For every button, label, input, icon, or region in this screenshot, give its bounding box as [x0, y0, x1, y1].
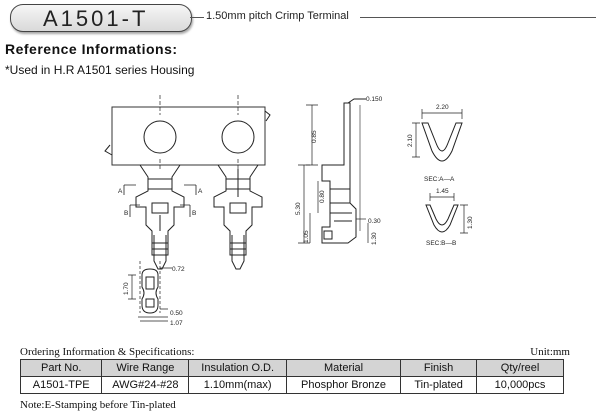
- section-b-b: [425, 193, 468, 234]
- col-qty: Qty/reel: [476, 359, 564, 377]
- header-subtitle: 1.50mm pitch Crimp Terminal: [206, 10, 349, 22]
- terminal-front-view: [139, 261, 161, 314]
- header: A1501-T 1.50mm pitch Crimp Terminal: [0, 4, 600, 32]
- dim-220: 2.20: [436, 104, 449, 111]
- dim-0150: 0.150: [366, 96, 383, 103]
- reference-heading: Reference Informations:: [5, 41, 178, 57]
- dim-105: 1.05: [303, 230, 310, 243]
- cell-finish: Tin-plated: [400, 376, 478, 394]
- dim-130-side: 1.30: [371, 232, 378, 245]
- cell-wire-range: AWG#24-#28: [101, 376, 190, 394]
- spec-header-row: Part No. Wire Range Insulation O.D. Mate…: [19, 359, 564, 377]
- section-b-b-label: SEC:B—B: [426, 240, 456, 247]
- ordering-caption: Ordering Information & Specifications:: [20, 346, 195, 358]
- terminal-right: [213, 164, 263, 270]
- carrier-strip: [111, 106, 266, 166]
- pilot-hole-right: [221, 120, 255, 154]
- dim-530: 5.30: [295, 202, 302, 215]
- dim-072: 0.72: [172, 266, 185, 273]
- technical-drawing: 0.150 0.85 5.30 0.80 0.30 1.05 1.30 2.20…: [104, 95, 474, 327]
- header-rule-left: [190, 17, 204, 18]
- dim-085: 0.85: [311, 130, 318, 143]
- section-a-a-label: SEC:A—A: [424, 176, 455, 183]
- dim-030: 0.30: [368, 218, 381, 225]
- terminal-side-view: [321, 98, 366, 244]
- header-rule-right: [360, 17, 596, 18]
- dim-210: 2.10: [407, 134, 414, 147]
- part-code: A1501-T: [43, 6, 149, 31]
- reference-note: *Used in H.R A1501 series Housing: [5, 63, 195, 77]
- col-wire-range: Wire Range: [101, 359, 190, 377]
- dim-170: 1.70: [123, 282, 130, 295]
- dim-145: 1.45: [436, 188, 449, 195]
- section-a-a: [412, 109, 463, 162]
- marker-a-left: A: [118, 188, 123, 195]
- cell-insulation: 1.10mm(max): [188, 376, 288, 394]
- terminal-left: [135, 164, 185, 270]
- marker-a-right: A: [198, 188, 203, 195]
- dim-080: 0.80: [319, 190, 326, 203]
- cell-material: Phosphor Bronze: [286, 376, 402, 394]
- table-row: A1501-TPE AWG#24-#28 1.10mm(max) Phospho…: [19, 376, 564, 394]
- col-material: Material: [286, 359, 402, 377]
- spec-table: Part No. Wire Range Insulation O.D. Mate…: [19, 359, 564, 394]
- col-finish: Finish: [400, 359, 478, 377]
- dim-050: 0.50: [170, 310, 183, 317]
- part-code-badge: A1501-T: [10, 4, 192, 32]
- cell-part-no: A1501-TPE: [19, 376, 103, 394]
- col-insulation: Insulation O.D.: [188, 359, 288, 377]
- pilot-hole-left: [143, 120, 177, 154]
- unit-label: Unit:mm: [530, 346, 570, 358]
- col-part-no: Part No.: [19, 359, 103, 377]
- marker-b-left: B: [124, 210, 128, 217]
- dim-130-sec: 1.30: [467, 216, 474, 229]
- dim-107: 1.07: [170, 320, 183, 327]
- marker-b-right: B: [192, 210, 196, 217]
- footnote: Note:E-Stamping before Tin-plated: [20, 399, 176, 411]
- cell-qty: 10,000pcs: [476, 376, 564, 394]
